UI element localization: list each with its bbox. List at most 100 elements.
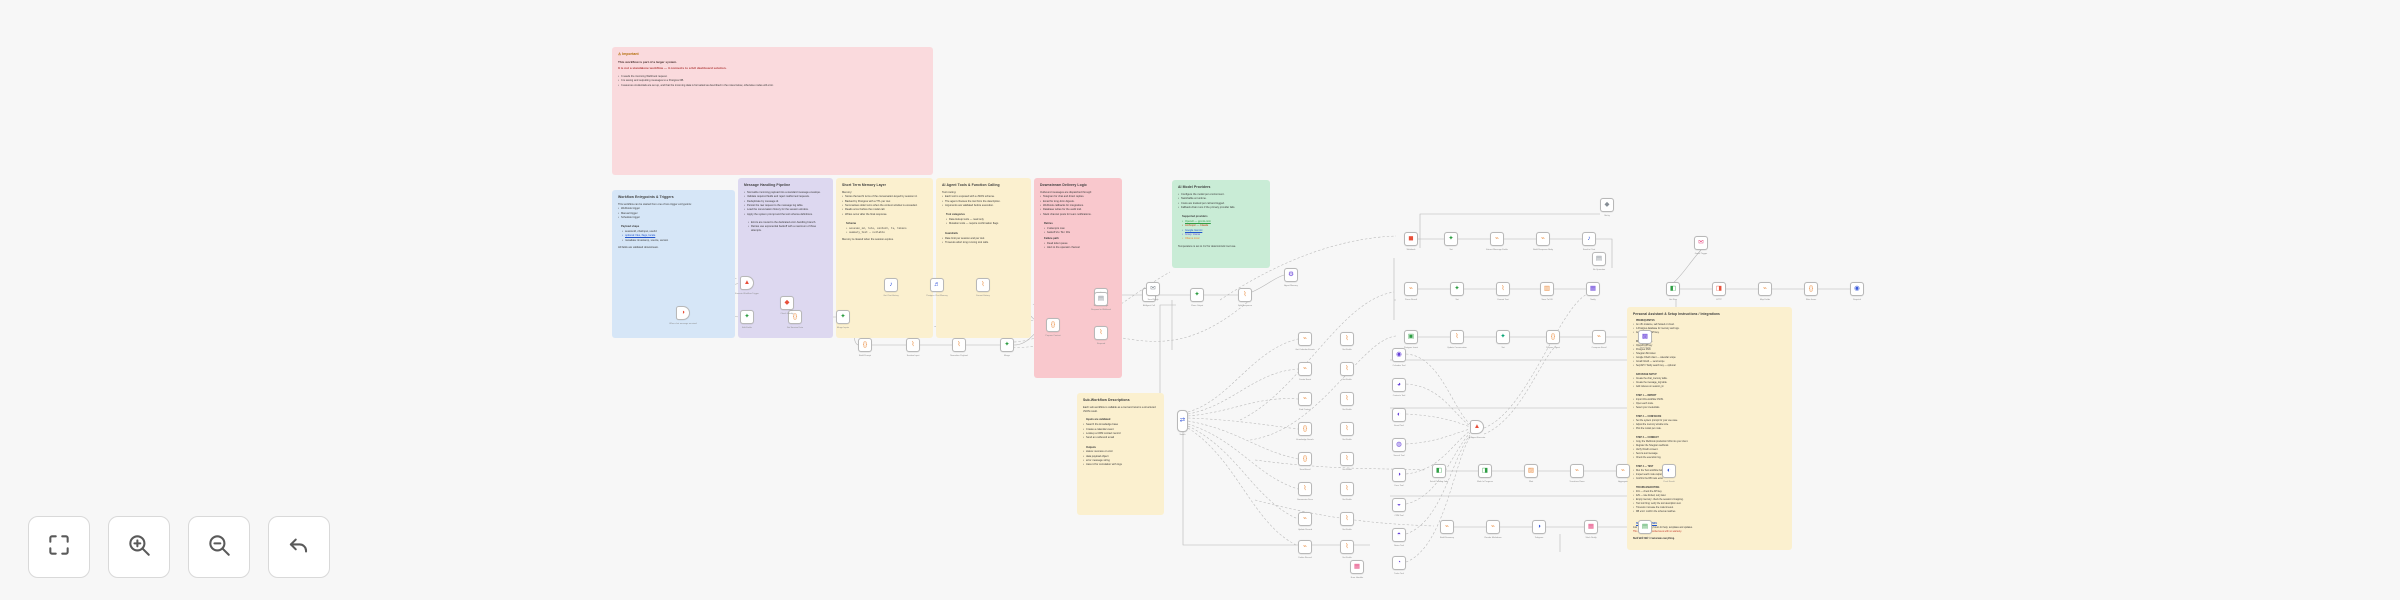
workflow-node[interactable]: ⌁Update Record [1298,512,1312,531]
workflow-node[interactable]: ✉Gmail Trigger [1694,236,1708,255]
note-entrypoints[interactable]: Workflow Entrypoints & Triggers This wor… [612,190,735,338]
workflow-node[interactable]: ✦Set [1450,282,1464,301]
workflow-node[interactable]: ⌁Transform Rows [1569,464,1585,483]
workflow-node[interactable]: ⌁Map Fields [1758,282,1772,301]
workflow-node[interactable]: ◍Search Tool [1392,438,1406,457]
workflow-node[interactable]: ⌇Set Fields [1340,332,1354,351]
workflow-node[interactable]: ▤No Operation [1592,252,1606,271]
workflow-node[interactable]: {}Prepare Digest [1546,330,1560,349]
workflow-node[interactable]: ◔Tasks Tool [1392,556,1406,575]
workflow-node[interactable]: ◧Get Row [1666,282,1680,301]
workflow-node[interactable]: ◐Email Tool [1392,408,1406,427]
workflow-node[interactable]: ◑Telegram [1532,520,1546,539]
note-error-handling[interactable]: Downstream Delivery Logic Outbound messa… [1034,178,1122,378]
workflow-node[interactable]: {}Knowledge Search [1296,422,1314,441]
workflow-node[interactable]: ⌇Set Fields [1340,392,1354,411]
workflow-node[interactable]: ⌁Aggregate [1616,464,1630,483]
workflow-node[interactable]: ⌁Compose Email [1592,330,1606,349]
workflow-node[interactable]: ✦Set [1444,232,1458,251]
note-memory[interactable]: Short Term Memory Layer Memory: Stores t… [836,178,933,338]
workflow-node[interactable]: ⌇Set Fields [1340,362,1354,381]
workflow-node[interactable]: ▲Execute Workflow Trigger [735,276,759,295]
workflow-node[interactable]: ◒CRM Tool [1392,498,1406,517]
workflow-node[interactable]: {}Filter Items [1804,282,1818,301]
workflow-node[interactable]: ⌇Respond [1094,326,1108,345]
workflow-node[interactable]: {}Prepare Context [1045,318,1061,337]
workflow-node[interactable]: ✦Merge Inputs [836,310,850,329]
workflow-node[interactable]: ⚙Agent Memory [1284,268,1298,287]
workflow-node[interactable]: ⌁Extract Message Fields [1486,232,1508,251]
workflow-node[interactable]: ⌁Parse Result [1404,282,1418,301]
workflow-node[interactable]: ▥Save To DB [1540,282,1554,301]
workflow-node[interactable]: ⌇Set Fields [1340,482,1354,501]
workflow-node[interactable]: ⌇Normalize Payload [950,338,968,357]
workflow-node[interactable]: ◑When chat message received [669,306,697,325]
workflow-node[interactable]: {}Set Session Data [787,310,803,329]
workflow-node[interactable]: ▤Respond to Webhook [1091,292,1111,311]
workflow-node[interactable]: ⌁Build Summary [1440,520,1454,539]
workflow-node[interactable]: ⌇Set Fields [1340,422,1354,441]
workflow-node[interactable]: ✦Set [1496,330,1510,349]
workflow-node[interactable]: ▲AI Agent Executor [1469,420,1485,439]
workflow-node[interactable]: ✦Merge [1000,338,1014,357]
workflow-node[interactable]: ⌁Delete Record [1298,540,1312,559]
note-setup[interactable]: Personal Assistant & Setup Instructions … [1627,307,1792,550]
workflow-node[interactable]: ✦Clean Output [1190,288,1204,307]
workflow-node[interactable]: ◼Webhook [1404,232,1418,251]
fit-to-view-button[interactable] [28,516,90,578]
workflow-node[interactable]: ▣Postgres Insert [1404,330,1418,349]
workflow-node[interactable]: ▦Notify [1586,282,1600,301]
workflow-node[interactable]: ◕Contacts Tool [1392,378,1406,397]
workflow-node[interactable]: ⌁Create Event [1298,362,1312,381]
workflow-node[interactable]: ▦Slack Notify [1584,520,1598,539]
workflow-node[interactable]: ⌁Find Contact [1298,392,1312,411]
workflow-node[interactable]: ⇄Switch [1177,410,1188,436]
workflow-node[interactable]: ◨HTTP [1712,282,1726,301]
workflow-node[interactable]: ◑Docs Tool [1392,468,1406,487]
workflow-node[interactable]: ♬Postgres Chat Memory [926,278,948,297]
note-models[interactable]: AI Model Providers Configure the model p… [1172,180,1270,268]
workflow-node[interactable]: ◐Push Result [1662,464,1676,483]
workflow-node[interactable]: ▦Error Handler [1350,560,1364,579]
note-important[interactable]: ⚠ Important This workflow is part of a l… [612,47,933,175]
zoom-out-button[interactable] [188,516,250,578]
workflow-node[interactable]: ⌇Split Response [1238,288,1252,307]
node-type-icon: ⌇ [1303,484,1307,492]
workflow-node[interactable]: ▨Wait [1524,464,1538,483]
list-item: Validate required fields and reject malf… [744,195,827,199]
workflow-node[interactable]: ⌇Set Fields [1340,540,1354,559]
workflow-node[interactable]: ⌇Sanitize Input [906,338,920,357]
workflow-node[interactable]: ◨Mark In Progress [1477,464,1493,483]
workflow-node[interactable]: ⌁Get Calendar Events [1295,332,1315,351]
note-error-handling-sub: Retries [1044,222,1053,225]
workflow-node[interactable]: ⌁Build Response Body [1533,232,1553,251]
workflow-node[interactable]: ⌇Format Text [1496,282,1510,301]
workflow-node[interactable]: {}Send Email [1298,452,1312,471]
note-sub-workflows[interactable]: Sub-Workflow Descriptions Each sub-workf… [1077,393,1164,515]
workflow-node[interactable]: ⌇Format History [976,278,990,297]
canvas-zoom-toolbar[interactable] [28,516,330,578]
workflow-node[interactable]: ◉Dispatch [1850,282,1864,301]
node-type-icon: ⌇ [1455,332,1459,340]
workflow-node[interactable]: ⌇Set Fields [1340,512,1354,531]
workflow-node[interactable]: ⌇Update Conversation [1447,330,1467,349]
workflow-node[interactable]: ▩Send Gmail [1638,330,1652,349]
workflow-node[interactable]: ✉Send Reply [1146,282,1160,301]
workflow-node[interactable]: ▤Log Completion [1638,520,1652,539]
workflow-node[interactable]: ◧Fetch Pending Jobs [1430,464,1448,483]
workflow-node[interactable]: ✦Edit Fields [740,310,754,329]
note-tool-calling[interactable]: AI Agent Tools & Function Calling Tool r… [936,178,1031,338]
workflow-node[interactable]: ◉Calendar Tool [1392,348,1406,367]
workflow-node[interactable]: ◆Check Validity [780,296,794,315]
zoom-in-button[interactable] [108,516,170,578]
workflow-node[interactable]: ♪Send to Chat [1582,232,1596,251]
workflow-node[interactable]: ⌇Set Fields [1340,452,1354,471]
workflow-node[interactable]: {}Build Prompt [858,338,872,357]
reset-zoom-button[interactable] [268,516,330,578]
workflow-node[interactable]: ⌁Render Markdown [1485,520,1501,539]
workflow-node[interactable]: ◓Notes Tool [1392,528,1406,547]
workflow-node[interactable]: ♪Get Chat History [883,278,899,297]
workflow-node[interactable]: ⌇Summarize Docs [1297,482,1313,501]
workflow-node[interactable]: ◆Sticky [1600,198,1614,217]
